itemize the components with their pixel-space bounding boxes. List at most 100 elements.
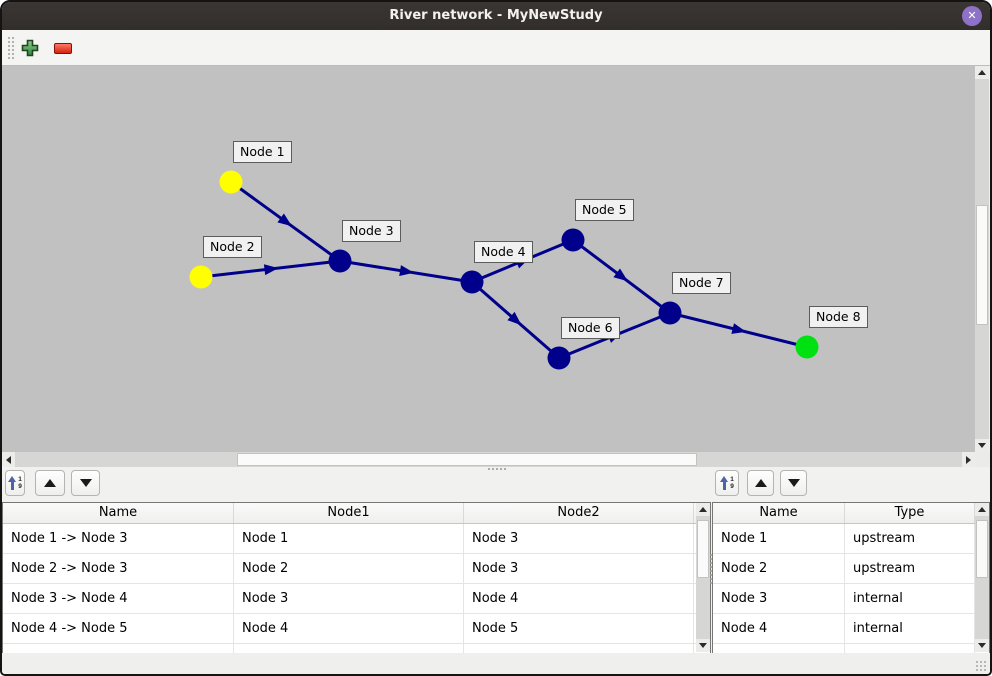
flow-direction-arrow-icon	[507, 311, 522, 326]
river-node-node-6[interactable]	[547, 346, 571, 370]
scroll-up-button[interactable]	[975, 503, 989, 516]
main-toolbar	[2, 30, 990, 66]
scrollbar-thumb[interactable]	[237, 453, 697, 466]
scroll-right-button[interactable]	[962, 452, 975, 467]
node-label[interactable]: Node 6	[561, 317, 620, 339]
flow-direction-arrow-icon	[731, 323, 747, 334]
node-label[interactable]: Node 2	[203, 236, 262, 258]
move-up-icon	[44, 479, 56, 487]
arrow-right-icon	[966, 455, 971, 464]
table-cell: upstream	[845, 554, 975, 583]
table-cell: Node 1	[713, 524, 845, 553]
scroll-down-button[interactable]	[975, 439, 989, 452]
scroll-up-button[interactable]	[696, 503, 710, 516]
scroll-left-button[interactable]	[2, 452, 15, 467]
table-cell	[234, 644, 464, 653]
river-network-canvas[interactable]: Node 1 Node 2 Node 3 Node 4 Node 5 Node 6 Node…	[2, 66, 975, 452]
node-label[interactable]: Node 5	[575, 199, 634, 221]
table-cell: Node 3	[464, 524, 694, 553]
table-cell: Node 2 -> Node 3	[3, 554, 234, 583]
nodes-move-down-button[interactable]	[780, 470, 807, 496]
node-label[interactable]: Node 4	[474, 241, 533, 263]
river-node-node-8[interactable]	[795, 335, 819, 359]
arrow-up-icon	[978, 507, 986, 512]
close-button[interactable]: ✕	[962, 6, 982, 26]
river-node-node-4[interactable]	[460, 270, 484, 294]
table-cell: Node 2	[234, 554, 464, 583]
table-cell	[464, 644, 694, 653]
nodes-move-up-button[interactable]	[747, 470, 774, 496]
table-row	[3, 644, 710, 653]
scroll-down-button[interactable]	[696, 639, 710, 652]
flow-direction-arrow-icon	[277, 213, 292, 227]
branches-move-up-button[interactable]	[35, 470, 65, 496]
scrollbar-thumb[interactable]	[976, 205, 988, 325]
node-label[interactable]: Node 7	[672, 272, 731, 294]
column-header-node1[interactable]: Node1	[234, 503, 464, 523]
scroll-down-button[interactable]	[975, 639, 989, 652]
river-node-node-5[interactable]	[561, 228, 585, 252]
river-node-node-1[interactable]	[219, 170, 243, 194]
river-node-node-3[interactable]	[328, 249, 352, 273]
arrow-down-icon	[699, 643, 707, 648]
toolbar-drag-handle[interactable]	[7, 36, 15, 59]
table-cell	[713, 644, 845, 653]
flow-direction-arrow-icon	[399, 265, 414, 276]
graph-horizontal-scrollbar[interactable]	[2, 452, 975, 467]
minus-icon	[54, 42, 72, 54]
column-header-name[interactable]: Name	[713, 503, 845, 523]
remove-button[interactable]	[51, 36, 75, 60]
column-header-type[interactable]: Type	[845, 503, 975, 523]
scrollbar-thumb[interactable]	[697, 520, 709, 578]
river-node-node-7[interactable]	[658, 301, 682, 325]
arrow-down-icon	[978, 443, 986, 448]
table-cell: Node 4 -> Node 5	[3, 614, 234, 643]
scrollbar-corner	[975, 452, 990, 467]
table-cell: internal	[845, 614, 975, 643]
arrow-down-icon	[978, 643, 986, 648]
graph-vertical-scrollbar[interactable]	[975, 66, 989, 452]
scrollbar-thumb[interactable]	[976, 520, 988, 578]
table-cell	[3, 644, 234, 653]
flow-direction-arrow-icon	[613, 268, 628, 282]
window-title: River network - MyNewStudy	[389, 8, 603, 23]
add-button[interactable]	[18, 36, 42, 60]
sort-ascending-icon	[720, 476, 729, 490]
nodes-table-scrollbar[interactable]	[975, 503, 989, 652]
table-splitter-handle[interactable]	[709, 553, 714, 585]
scroll-up-button[interactable]	[975, 66, 989, 79]
node-label[interactable]: Node 1	[233, 141, 292, 163]
branches-table-scrollbar[interactable]	[696, 503, 710, 652]
table-cell: Node 4	[234, 614, 464, 643]
table-cell: Node 1	[234, 524, 464, 553]
move-up-icon	[754, 479, 767, 487]
flow-direction-arrow-icon	[263, 264, 279, 276]
column-header-node2[interactable]: Node2	[464, 503, 694, 523]
table-cell: Node 3 -> Node 4	[3, 584, 234, 613]
node-label[interactable]: Node 8	[809, 306, 868, 328]
resize-grip[interactable]	[975, 660, 987, 672]
sort-ascending-icon	[8, 476, 17, 490]
column-header-name[interactable]: Name	[3, 503, 234, 523]
table-cell: Node 2	[713, 554, 845, 583]
table-cell	[845, 644, 975, 653]
node-label[interactable]: Node 3	[342, 220, 401, 242]
arrow-left-icon	[6, 455, 11, 464]
branches-move-down-button[interactable]	[71, 470, 100, 496]
pane-splitter-handle[interactable]	[487, 467, 507, 471]
table-cell: Node 4	[464, 584, 694, 613]
river-node-node-2[interactable]	[189, 265, 213, 289]
titlebar[interactable]: River network - MyNewStudy ✕	[2, 2, 990, 31]
table-cell: Node 3	[713, 584, 845, 613]
